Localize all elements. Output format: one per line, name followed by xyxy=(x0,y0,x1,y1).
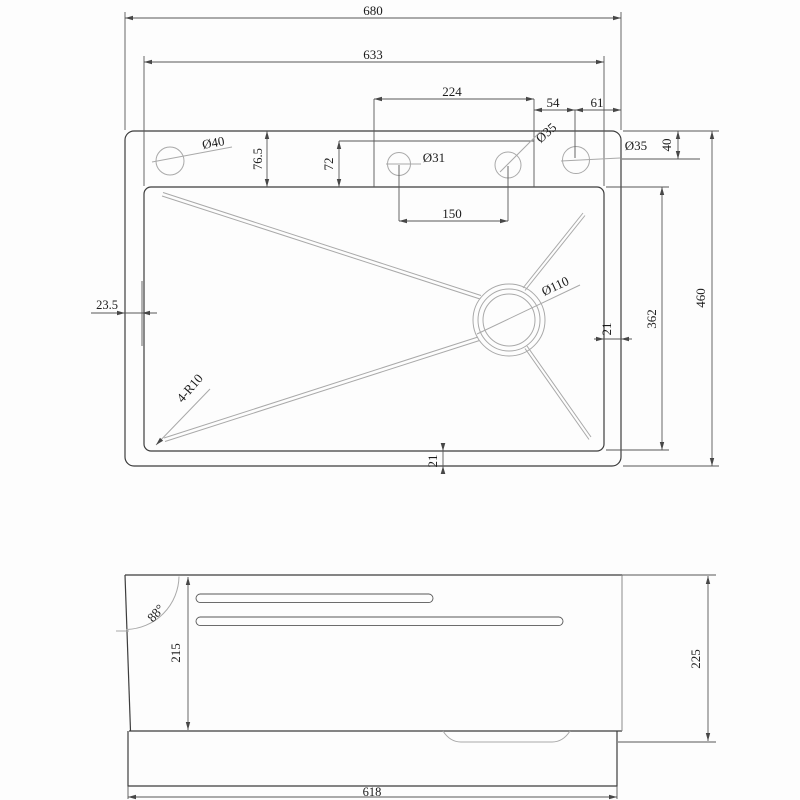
dim-deck-depth: 76.5 xyxy=(251,148,265,170)
top-view-dimensions xyxy=(91,12,719,474)
label-corner-radius: 4-R10 xyxy=(173,371,206,405)
hole-left-40 xyxy=(155,146,185,176)
dim-overall-width: 680 xyxy=(363,3,383,18)
drain-assembly xyxy=(161,192,592,442)
top-view-leaders xyxy=(151,130,621,446)
leader-hole-center-right xyxy=(499,130,542,173)
drain-grooves xyxy=(161,192,592,442)
ledge-rail-lower xyxy=(195,616,564,627)
base-tray xyxy=(127,731,618,787)
dim-deck-step: 72 xyxy=(321,158,336,171)
label-hole-right-diameter: Ø35 xyxy=(625,138,647,153)
top-view-labels: 680 633 224 54 61 76.5 72 150 23.5 21 21… xyxy=(96,3,708,468)
label-hole-center-right-diameter: Ø35 xyxy=(533,120,560,146)
side-view-dimensions xyxy=(127,574,716,800)
side-view-outline xyxy=(116,574,623,787)
leader-corner-radius xyxy=(155,388,211,446)
dim-rim-right: 21 xyxy=(599,323,614,336)
leader-hole-left xyxy=(151,146,233,163)
top-view-outline xyxy=(124,130,622,467)
dim-faucet-hole-spacing: 150 xyxy=(442,206,462,221)
ledge-rail-upper xyxy=(195,593,434,604)
drain-circle-outer xyxy=(472,283,546,357)
side-view: 88° 215 225 618 xyxy=(116,574,716,800)
drain-circle-inner xyxy=(482,293,536,347)
wall-angle-arc xyxy=(126,576,180,630)
label-hole-center-diameter: Ø31 xyxy=(423,150,445,165)
sink-outer-rim xyxy=(124,130,622,467)
label-drain-diameter: Ø110 xyxy=(539,273,571,299)
faucet-holes xyxy=(155,146,590,179)
dim-overall-height: 225 xyxy=(688,649,703,669)
dim-bowl-depth: 215 xyxy=(168,643,183,663)
label-wall-angle: 88° xyxy=(144,601,167,625)
top-view: 680 633 224 54 61 76.5 72 150 23.5 21 21… xyxy=(91,3,719,474)
dim-hole-offset-a: 54 xyxy=(547,95,561,110)
side-view-labels: 88° 215 225 618 xyxy=(144,601,703,799)
dim-deck-right: 40 xyxy=(659,139,674,152)
dim-rim-left: 23.5 xyxy=(96,298,118,312)
dim-base-width: 618 xyxy=(363,785,382,799)
drain-boss-profile xyxy=(442,730,571,743)
leader-hole-right xyxy=(560,157,621,162)
dim-rim-bottom: 21 xyxy=(425,455,440,468)
drain-circle-mid xyxy=(477,288,541,352)
dim-opening-depth: 362 xyxy=(644,309,659,329)
side-left-wall xyxy=(124,574,132,732)
dim-opening-width: 633 xyxy=(363,47,383,62)
dim-faucet-zone-width: 224 xyxy=(442,84,462,99)
label-hole-left-diameter: Ø40 xyxy=(201,133,226,152)
leader-drain xyxy=(476,284,581,335)
dim-overall-depth: 460 xyxy=(693,288,708,308)
dim-hole-offset-b: 61 xyxy=(591,95,604,110)
